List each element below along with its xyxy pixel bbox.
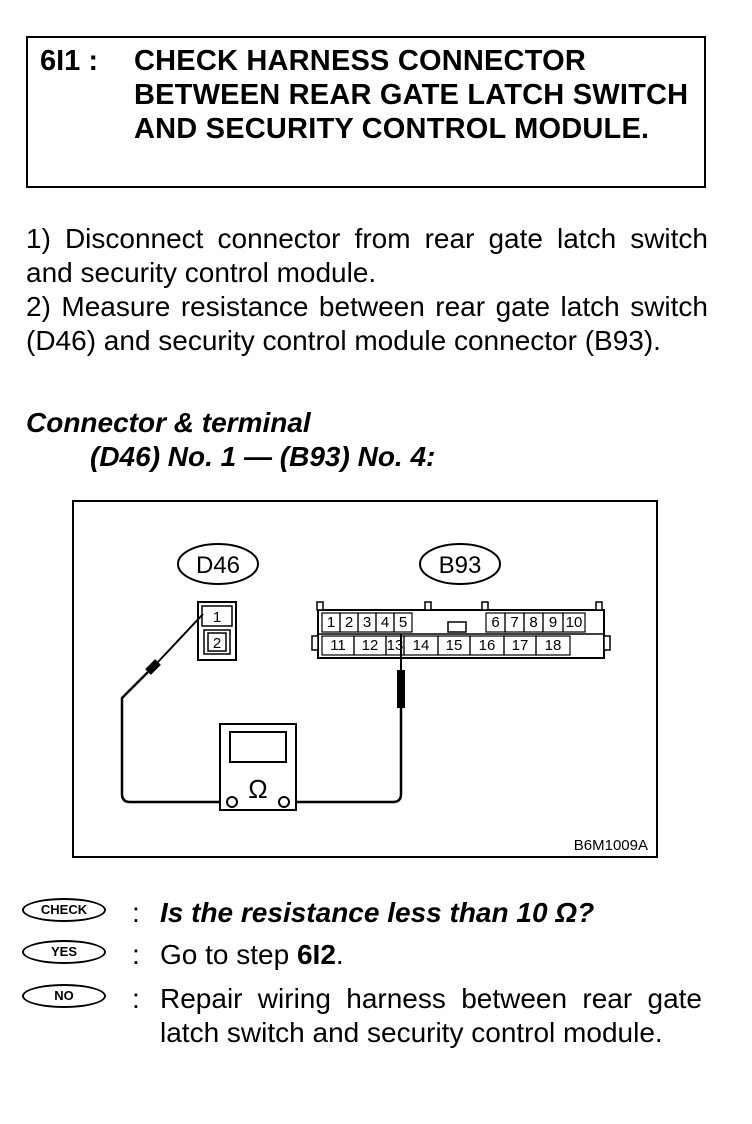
no-badge: NO	[22, 984, 106, 1008]
b93-terminal-15: 15	[446, 637, 463, 654]
b93-terminal-1: 1	[327, 614, 335, 631]
b93-terminal-9: 9	[549, 614, 557, 631]
b93-lead-wire	[288, 708, 403, 804]
d46-connector: 1 2	[197, 601, 237, 661]
d46-terminal-1: 1	[213, 609, 221, 626]
d46-terminal-2: 2	[213, 635, 221, 652]
b93-terminal-10-cell	[562, 612, 586, 633]
step-title: CHECK HARNESS CONNECTOR BETWEEN REAR GAT…	[134, 45, 689, 145]
yes-colon: :	[132, 939, 140, 970]
d46-probe-handle	[145, 659, 161, 675]
yes-step-ref: 6I2	[296, 939, 336, 970]
b93-terminal-18-cell	[535, 635, 571, 656]
b93-label-oval	[419, 543, 501, 585]
b93-terminal-4: 4	[381, 614, 389, 631]
step-number: 6I1 :	[40, 45, 99, 77]
d46-label: D46	[196, 552, 240, 579]
test-leads	[120, 613, 405, 804]
b93-terminal-6: 6	[491, 614, 499, 631]
no-colon: :	[132, 983, 140, 1014]
b93-terminal-10: 10	[566, 614, 583, 631]
meter-terminal-right	[278, 796, 290, 808]
step-header-box: 6I1 : CHECK HARNESS CONNECTOR BETWEEN RE…	[26, 36, 706, 188]
b93-terminal-5: 5	[399, 614, 407, 631]
yes-badge: YES	[22, 940, 106, 964]
check-colon: :	[132, 897, 140, 928]
d46-label-oval	[177, 543, 259, 585]
b93-terminal-17: 17	[512, 637, 529, 654]
b93-terminal-8: 8	[529, 614, 537, 631]
b93-label: B93	[439, 552, 482, 579]
no-action: Repair wiring harness between rear gate …	[160, 983, 702, 1048]
connector-terminal-heading: Connector & terminal (D46) No. 1 — (B93)…	[26, 406, 435, 474]
d46-terminal-2-cell	[203, 629, 231, 655]
instructions: 1) Disconnect connector from rear gate l…	[26, 222, 708, 358]
b93-terminal-5-cell	[393, 612, 413, 633]
b93-terminal-13: 13	[387, 637, 404, 654]
connector-heading-line-1: Connector & terminal	[26, 407, 311, 438]
yes-action-suffix: .	[335, 939, 344, 970]
figure-code: B6M1009A	[574, 837, 648, 854]
b93-terminal-2: 2	[345, 614, 353, 631]
connector-heading-line-2: (D46) No. 1 — (B93) No. 4:	[90, 441, 436, 472]
b93-terminal-7: 7	[510, 614, 518, 631]
ohm-symbol: Ω	[248, 774, 267, 804]
b93-terminal-18: 18	[545, 637, 562, 654]
ohmmeter: Ω	[219, 723, 297, 811]
d46-lead-wire	[120, 671, 229, 804]
b93-terminal-11: 11	[330, 637, 346, 654]
b93-terminal-3: 3	[363, 614, 371, 631]
check-question: Is the resistance less than 10 Ω?	[160, 897, 595, 928]
b93-terminal-14: 14	[413, 637, 430, 654]
d46-probe-tip	[157, 613, 204, 663]
b93-terminal-12: 12	[362, 637, 379, 654]
meter-terminal-left	[226, 796, 238, 808]
b93-terminal-16: 16	[479, 637, 496, 654]
meter-display	[229, 731, 287, 763]
yes-action-prefix: Go to step	[160, 939, 297, 970]
yes-action: Go to step 6I2.	[160, 938, 702, 972]
instruction-step-2: 2) Measure resistance between rear gate …	[26, 291, 708, 356]
check-badge: CHECK	[22, 898, 106, 922]
instruction-step-1: 1) Disconnect connector from rear gate l…	[26, 223, 708, 288]
